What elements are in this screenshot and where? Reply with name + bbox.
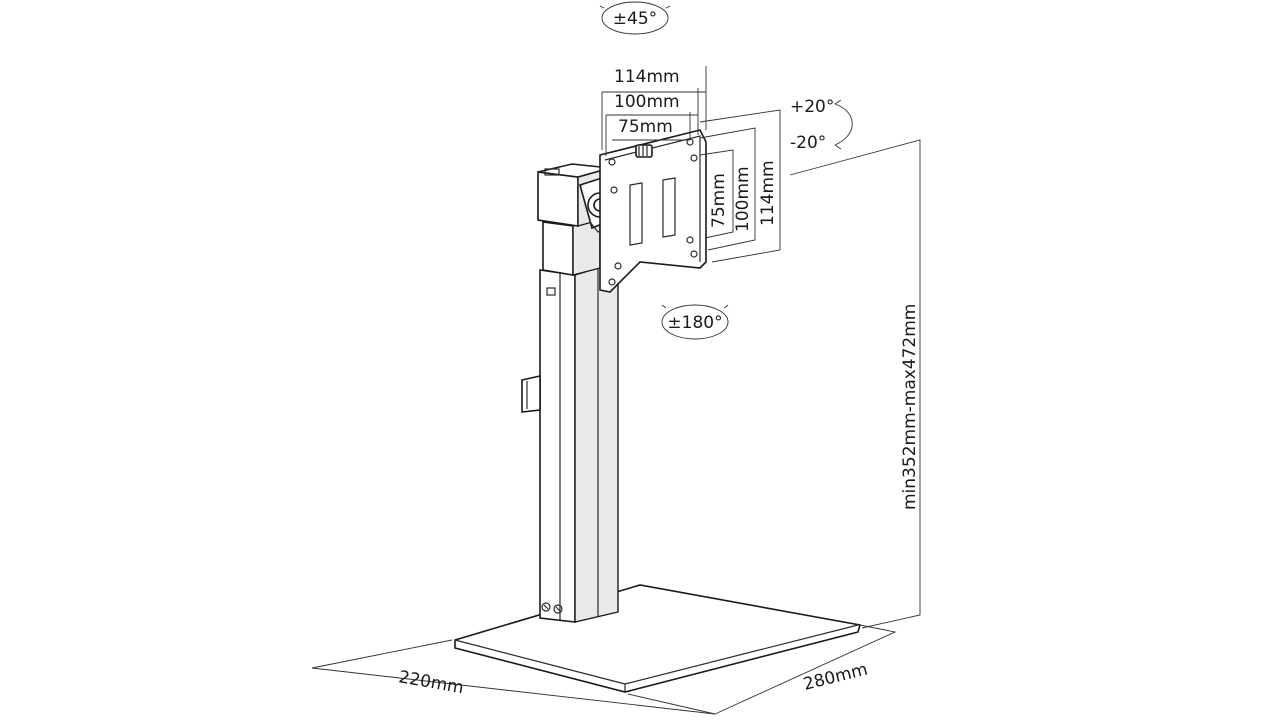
- vesa-plate: [599, 129, 707, 293]
- width-114-label: 114mm: [614, 67, 680, 87]
- width-75-label: 75mm: [618, 117, 673, 137]
- height-range-label: min352mm-max472mm: [900, 304, 920, 510]
- tilt-up-label: +20°: [790, 97, 834, 117]
- base-width-label: 280mm: [801, 660, 869, 695]
- height-dimension-lines: [699, 109, 781, 263]
- swivel-indicator: [599, 1, 671, 35]
- width-100-label: 100mm: [614, 92, 680, 112]
- rotation-indicator: [661, 304, 729, 340]
- tilt-indicator: [834, 99, 853, 150]
- rotation-label: ±180°: [667, 313, 722, 333]
- height-114-label: 114mm: [758, 160, 778, 226]
- width-dimension-lines: [601, 66, 707, 156]
- overall-height-dimension: [789, 139, 921, 629]
- tilt-down-label: -20°: [790, 133, 826, 153]
- swivel-label: ±45°: [613, 9, 657, 29]
- base-depth-label: 220mm: [397, 667, 465, 698]
- height-75-label: 75mm: [709, 173, 729, 228]
- base-dimension-lines: [311, 624, 897, 715]
- height-100-label: 100mm: [733, 166, 753, 232]
